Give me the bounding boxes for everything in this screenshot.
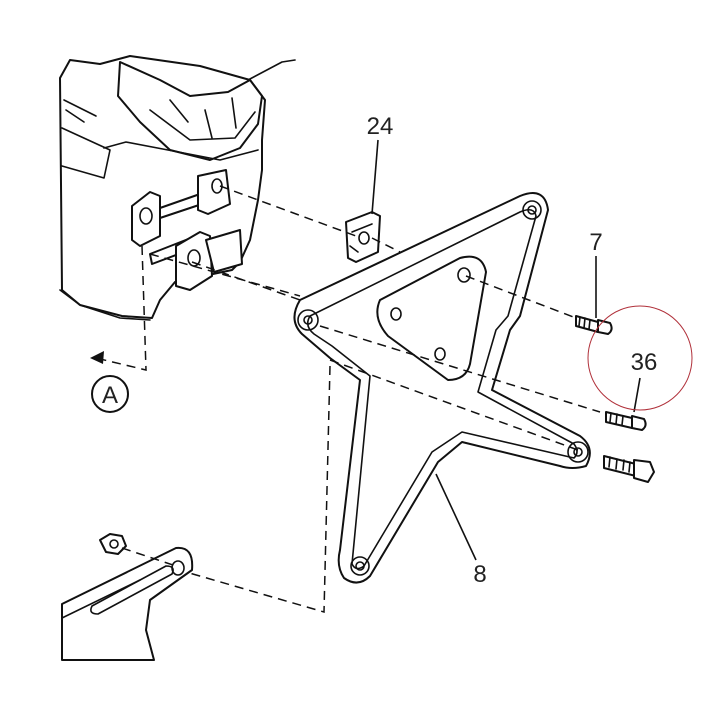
assembly-lines <box>95 185 601 613</box>
view-a-marker <box>91 375 129 413</box>
callout-7: 7 <box>589 229 602 256</box>
callout-view-a: A <box>102 382 118 409</box>
part-24-clip-nut <box>345 211 381 263</box>
leader-lines <box>371 139 641 561</box>
view-a-arrow <box>90 351 104 364</box>
flange-nut <box>99 533 127 555</box>
callout-8: 8 <box>473 561 486 588</box>
housing-mount-tabs <box>131 169 243 291</box>
highlight-circle <box>587 305 693 411</box>
part-36-bolt <box>605 411 647 431</box>
callout-24: 24 <box>367 113 394 140</box>
lower-frame-bracket <box>61 546 194 661</box>
callout-36: 36 <box>631 349 658 376</box>
hex-bolt <box>603 455 655 483</box>
part-8-plate-bracket <box>293 192 591 584</box>
highlight-ring <box>587 305 693 411</box>
